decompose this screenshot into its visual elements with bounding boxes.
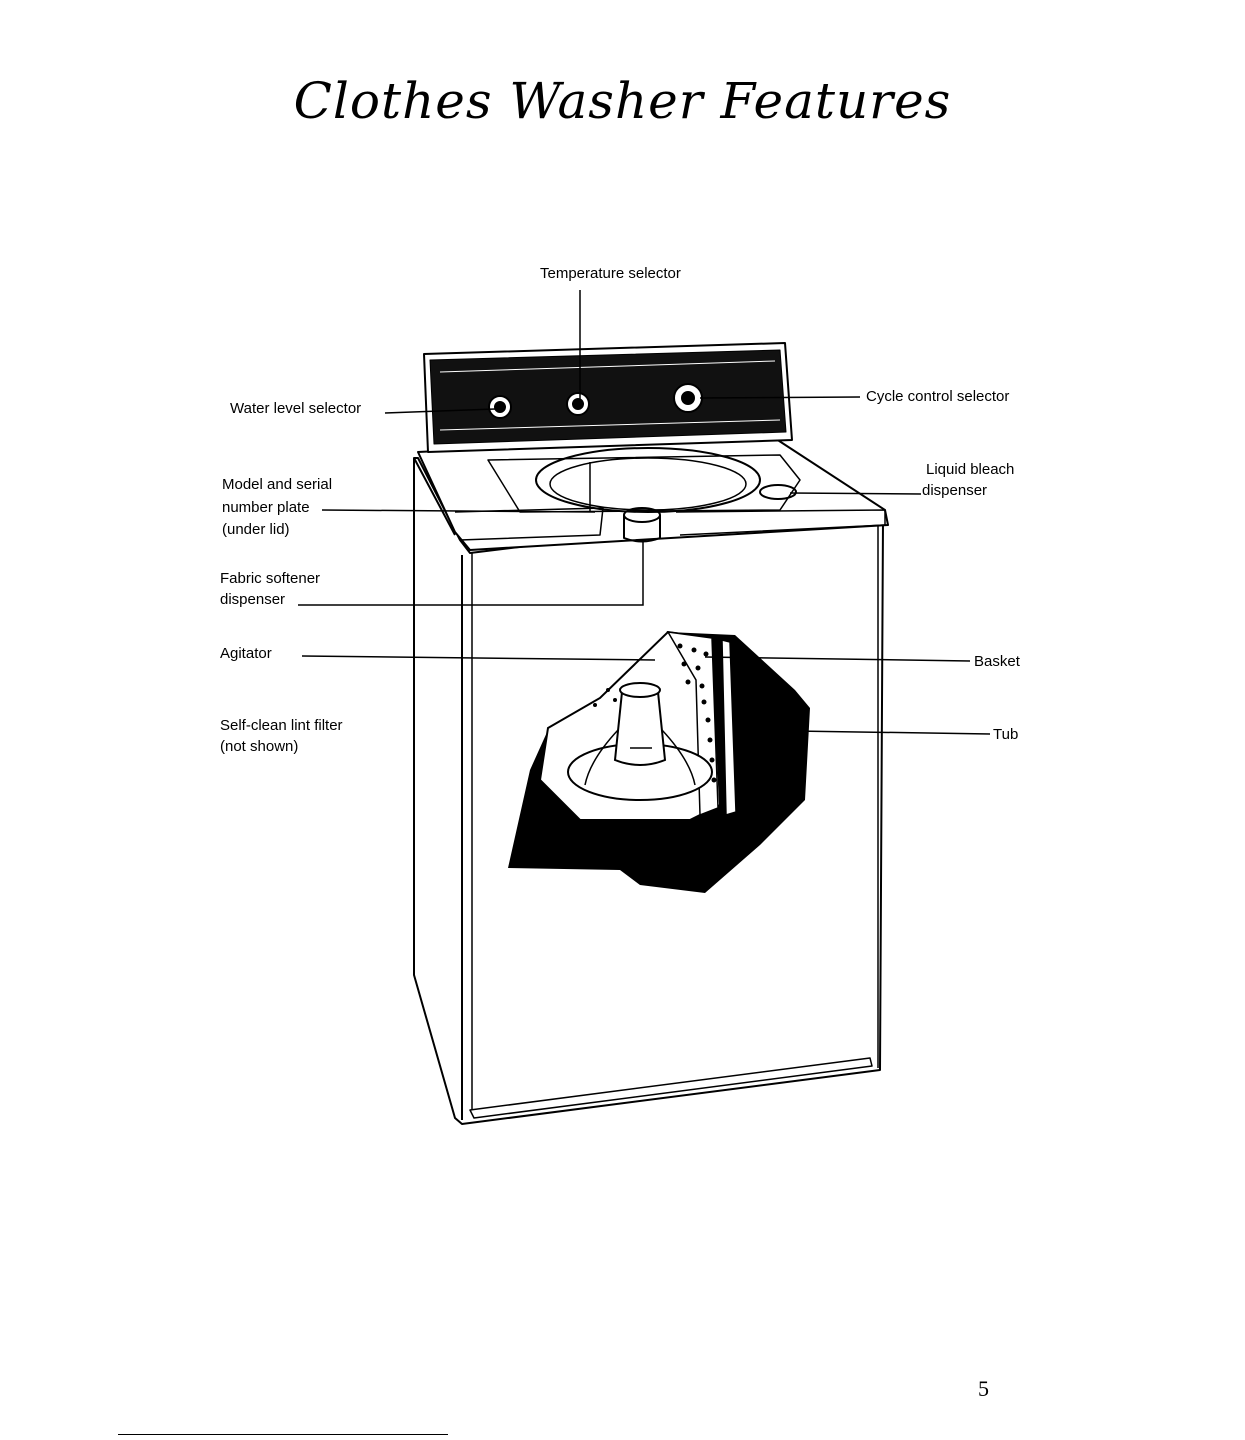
label-model-serial-line2: number plate [222,498,310,518]
page-number: 5 [978,1376,989,1402]
agitator-column [615,692,665,765]
label-cycle-control-selector: Cycle control selector [866,387,1009,407]
leader-cycle-control [700,397,860,398]
label-water-level-selector: Water level selector [230,399,361,419]
leader-bleach [790,493,921,494]
console-panel [430,350,786,444]
label-temperature-selector: Temperature selector [540,264,681,284]
label-liquid-bleach-line2: dispenser [922,481,987,501]
label-model-serial-line3: (under lid) [222,520,290,540]
label-model-serial-line1: Model and serial [222,475,332,495]
footer-rule [118,1434,448,1435]
label-fabric-softener-line1: Fabric softener [220,569,320,589]
label-agitator: Agitator [220,644,272,664]
agitator-top [620,683,660,697]
label-liquid-bleach-line1: Liquid bleach [926,460,1014,480]
label-self-clean-line1: Self-clean lint filter [220,716,343,736]
outer-tub-band [740,640,768,825]
label-basket: Basket [974,652,1020,672]
label-tub: Tub [993,725,1018,745]
label-fabric-softener-line2: dispenser [220,590,285,610]
label-self-clean-line2: (not shown) [220,737,298,757]
